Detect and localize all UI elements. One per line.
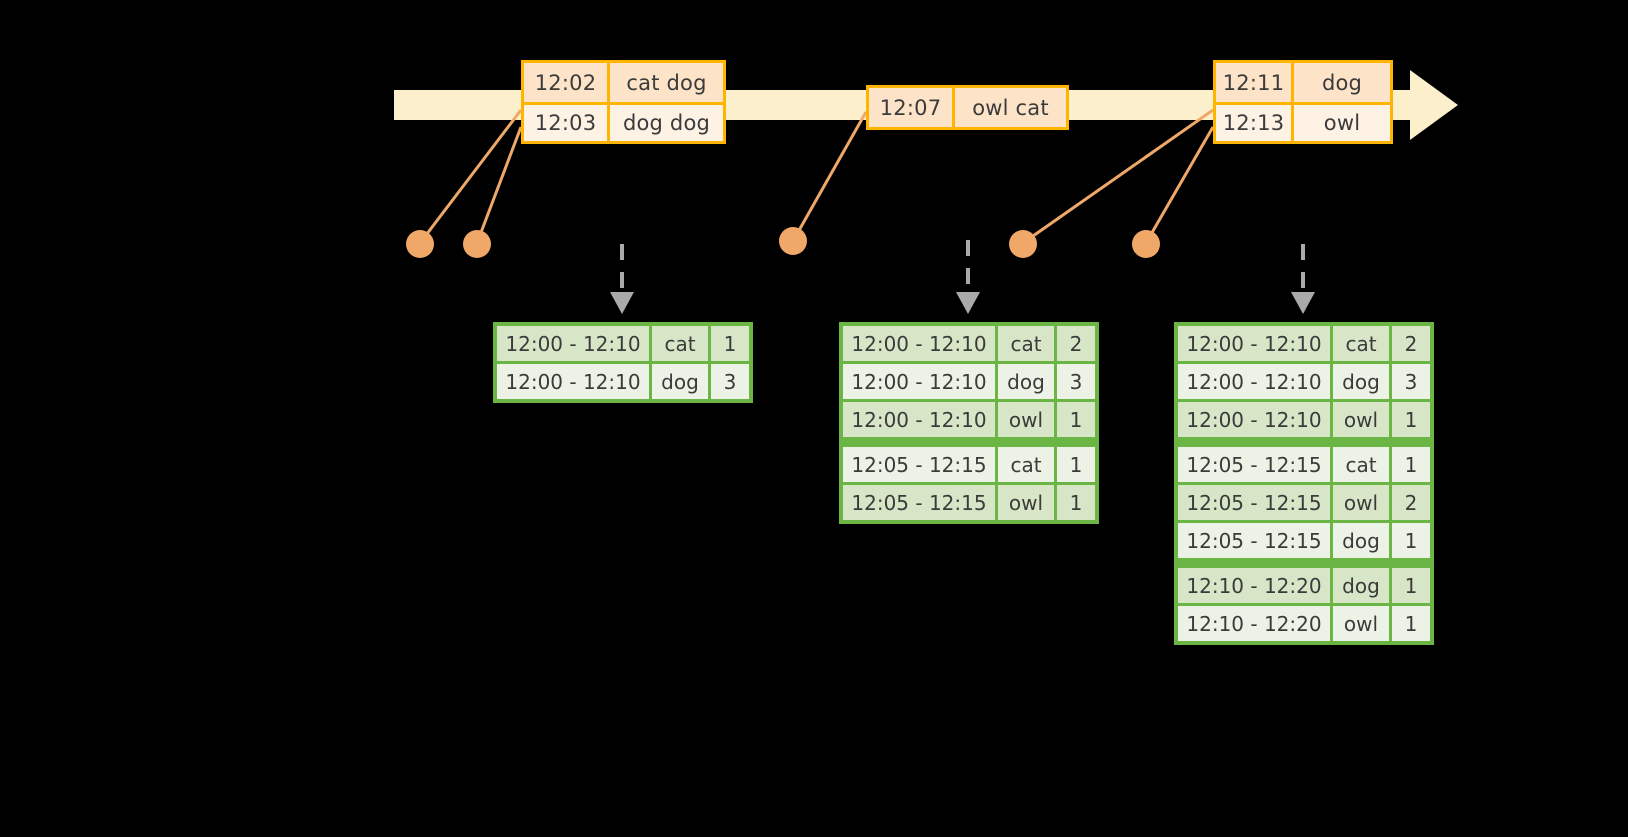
cell-word: owl xyxy=(1333,402,1389,437)
cell-word: dog xyxy=(998,364,1054,399)
event-time: 12:02 xyxy=(524,63,610,102)
event-time: 12:03 xyxy=(524,105,610,141)
cell-count: 1 xyxy=(1392,447,1430,482)
cell-window: 12:10 - 12:20 xyxy=(1178,606,1330,641)
timeline-event-row[interactable]: 12:11 dog xyxy=(1216,63,1390,102)
cell-count: 1 xyxy=(711,326,749,361)
cell-word: dog xyxy=(652,364,708,399)
event-words: cat dog xyxy=(610,63,723,102)
cell-window: 12:00 - 12:10 xyxy=(843,364,995,399)
timeline-event-row[interactable]: 12:03 dog dog xyxy=(524,102,723,141)
timeline-event-row[interactable]: 12:13 owl xyxy=(1216,102,1390,141)
cell-count: 3 xyxy=(711,364,749,399)
dot-12-13 xyxy=(1132,230,1160,258)
timeline-event-group-3[interactable]: 12:11 dog 12:13 owl xyxy=(1213,60,1393,144)
dot-12-02 xyxy=(406,230,434,258)
cell-count: 2 xyxy=(1392,326,1430,361)
cell-count: 2 xyxy=(1392,485,1430,520)
dot-12-11 xyxy=(1009,230,1037,258)
cell-count: 1 xyxy=(1057,447,1095,482)
cell-window: 12:00 - 12:10 xyxy=(1178,402,1330,437)
cell-window: 12:05 - 12:15 xyxy=(1178,485,1330,520)
emit-arrow-2 xyxy=(956,240,980,314)
event-time: 12:13 xyxy=(1216,105,1294,141)
table-group-separator xyxy=(843,440,1095,444)
dot-12-07 xyxy=(779,227,807,255)
event-dot-markers xyxy=(406,227,1160,258)
timeline-event-group-1[interactable]: 12:02 cat dog 12:03 dog dog xyxy=(521,60,726,144)
cell-word: cat xyxy=(1333,326,1389,361)
emit-arrow-1 xyxy=(610,244,634,314)
emit-arrow-3 xyxy=(1291,244,1315,314)
emit-arrows xyxy=(610,240,1315,314)
cell-word: owl xyxy=(998,485,1054,520)
cell-word: dog xyxy=(1333,523,1389,558)
cell-word: owl xyxy=(1333,606,1389,641)
cell-window: 12:05 - 12:15 xyxy=(843,447,995,482)
cell-window: 12:00 - 12:10 xyxy=(1178,364,1330,399)
event-words: dog xyxy=(1294,63,1390,102)
cell-window: 12:00 - 12:10 xyxy=(843,402,995,437)
timeline-event-group-2[interactable]: 12:07 owl cat xyxy=(866,85,1069,130)
cell-count: 2 xyxy=(1057,326,1095,361)
cell-window: 12:10 - 12:20 xyxy=(1178,568,1330,603)
event-time: 12:11 xyxy=(1216,63,1294,102)
cell-count: 1 xyxy=(1392,568,1430,603)
event-words: owl cat xyxy=(955,88,1066,127)
timeline-event-row[interactable]: 12:07 owl cat xyxy=(869,88,1066,127)
table-group-separator xyxy=(1178,440,1430,444)
cell-word: owl xyxy=(1333,485,1389,520)
cell-window: 12:00 - 12:10 xyxy=(497,326,649,361)
cell-window: 12:05 - 12:15 xyxy=(1178,523,1330,558)
cell-window: 12:05 - 12:15 xyxy=(1178,447,1330,482)
event-time: 12:07 xyxy=(869,88,955,127)
cell-word: cat xyxy=(998,326,1054,361)
cell-count: 3 xyxy=(1057,364,1095,399)
cell-word: cat xyxy=(998,447,1054,482)
cell-window: 12:00 - 12:10 xyxy=(843,326,995,361)
table-group-separator xyxy=(1178,561,1430,565)
cell-word: owl xyxy=(998,402,1054,437)
cell-word: dog xyxy=(1333,568,1389,603)
cell-count: 1 xyxy=(1392,606,1430,641)
cell-window: 12:00 - 12:10 xyxy=(1178,326,1330,361)
cell-count: 1 xyxy=(1057,402,1095,437)
event-words: owl xyxy=(1294,105,1390,141)
cell-count: 1 xyxy=(1392,402,1430,437)
timeline-event-row[interactable]: 12:02 cat dog xyxy=(524,63,723,102)
cell-word: dog xyxy=(1333,364,1389,399)
cell-count: 1 xyxy=(1392,523,1430,558)
cell-count: 1 xyxy=(1057,485,1095,520)
event-words: dog dog xyxy=(610,105,723,141)
cell-window: 12:00 - 12:10 xyxy=(497,364,649,399)
cell-count: 3 xyxy=(1392,364,1430,399)
cell-word: cat xyxy=(652,326,708,361)
cell-window: 12:05 - 12:15 xyxy=(843,485,995,520)
dot-12-03 xyxy=(463,230,491,258)
cell-word: cat xyxy=(1333,447,1389,482)
